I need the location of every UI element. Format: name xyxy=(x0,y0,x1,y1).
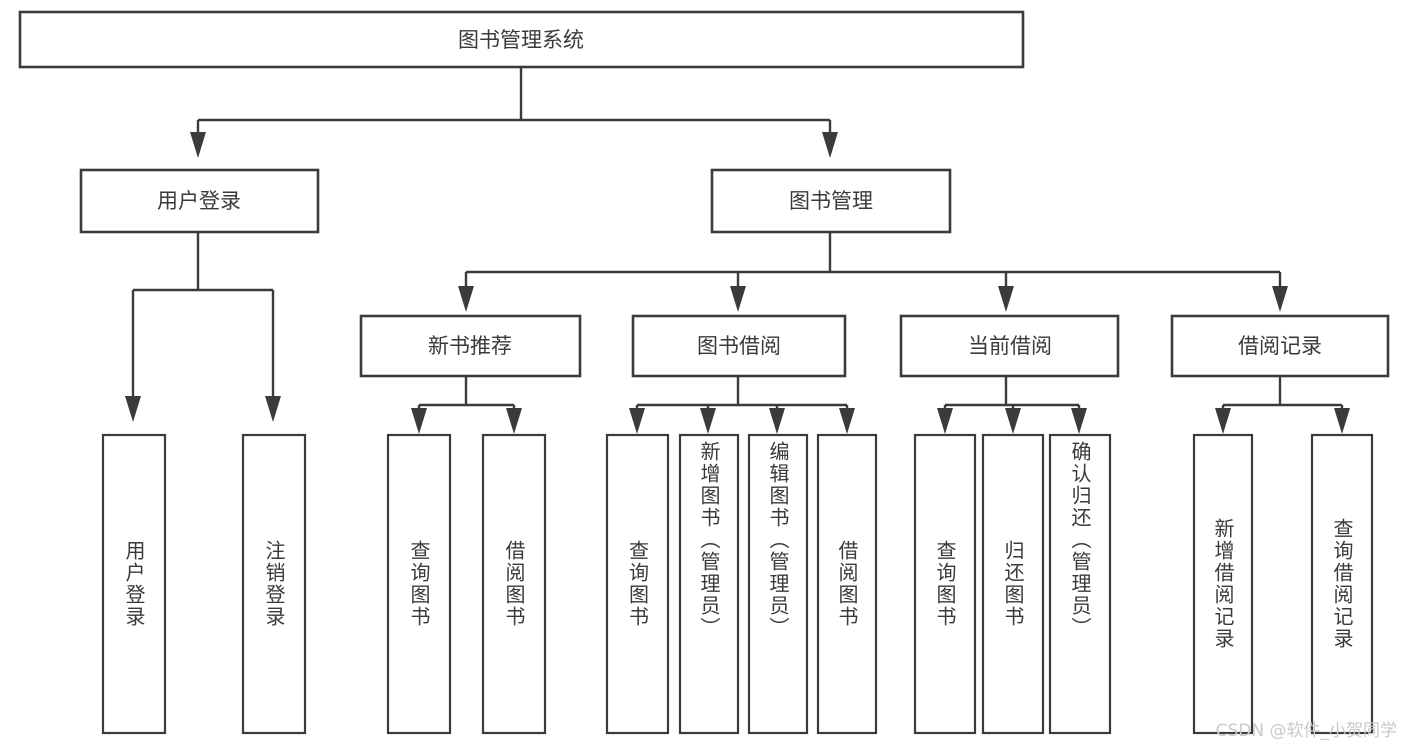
arrow-head-icon xyxy=(1071,408,1087,434)
node-leaf-query-record-box[interactable] xyxy=(1310,433,1374,735)
arrow-head-icon xyxy=(1334,408,1350,434)
node-leaf-query-book-3-label: 查询图书 xyxy=(933,540,957,628)
node-leaf-confirm-return[interactable]: 确认归还（管理员） xyxy=(1050,435,1110,733)
node-leaf-query-book-2-box[interactable] xyxy=(605,433,670,735)
node-leaf-confirm-return-label: 确认归还（管理员） xyxy=(1068,441,1092,639)
node-borrow-record-box[interactable] xyxy=(1170,314,1390,378)
node-leaf-borrow-book-1-box[interactable] xyxy=(481,433,547,735)
node-leaf-return-book-label: 归还图书 xyxy=(1001,540,1025,628)
arrow-head-icon xyxy=(411,408,427,434)
connector-bookborrow-to-leaves xyxy=(629,376,855,434)
arrow-head-icon xyxy=(730,286,746,312)
connector-userlogin-to-leaves xyxy=(125,232,281,422)
arrow-head-icon xyxy=(265,396,281,422)
node-leaf-query-book-1-box[interactable] xyxy=(386,433,452,735)
connector-borrowrecord-to-leaves xyxy=(1215,376,1350,434)
node-current-borrow-box[interactable] xyxy=(899,314,1120,378)
node-leaf-borrow-book-1[interactable]: 借阅图书 xyxy=(483,435,545,733)
node-root[interactable]: 图书管理系统 xyxy=(18,10,1025,69)
connector-bookmanage-to-level2 xyxy=(458,232,1288,312)
node-leaf-query-book-2-label: 查询图书 xyxy=(625,540,650,628)
arrow-head-icon xyxy=(1272,286,1288,312)
node-book-manage-label: 图书管理 xyxy=(789,189,873,213)
node-leaf-borrow-book-1-label: 借阅图书 xyxy=(502,540,526,628)
node-leaf-user-login-box[interactable] xyxy=(101,433,167,735)
node-leaf-edit-book[interactable]: 编辑图书（管理员） xyxy=(749,435,807,733)
node-user-login-label: 用户登录 xyxy=(157,189,241,213)
node-leaf-query-book-3-box[interactable] xyxy=(913,433,977,735)
node-user-login[interactable]: 用户登录 xyxy=(79,168,320,234)
arrow-head-icon xyxy=(769,408,785,434)
node-leaf-borrow-book-2-label: 借阅图书 xyxy=(835,540,859,628)
node-leaf-confirm-return-box[interactable] xyxy=(1048,433,1112,735)
node-new-book-rec[interactable]: 新书推荐 xyxy=(359,314,582,378)
node-current-borrow-label: 当前借阅 xyxy=(968,334,1052,358)
node-leaf-query-record[interactable]: 查询借阅记录 xyxy=(1312,435,1372,733)
arrow-head-icon xyxy=(998,286,1014,312)
arrow-head-icon xyxy=(700,408,716,434)
node-leaf-query-book-3[interactable]: 查询图书 xyxy=(915,435,975,733)
node-leaf-add-book-label: 新增图书（管理员） xyxy=(697,441,721,639)
node-leaf-add-book[interactable]: 新增图书（管理员） xyxy=(680,435,738,733)
node-leaf-borrow-book-2[interactable]: 借阅图书 xyxy=(818,435,876,733)
arrow-head-icon xyxy=(937,408,953,434)
connector-root-to-level1 xyxy=(190,67,838,158)
node-leaf-add-book-box[interactable] xyxy=(678,433,740,735)
node-current-borrow[interactable]: 当前借阅 xyxy=(899,314,1120,378)
node-leaf-user-login[interactable]: 用户登录 xyxy=(103,435,165,733)
node-leaf-logout-box[interactable] xyxy=(241,433,307,735)
node-leaf-add-record[interactable]: 新增借阅记录 xyxy=(1194,435,1252,733)
node-leaf-edit-book-label: 编辑图书（管理员） xyxy=(766,441,790,639)
node-book-borrow-box[interactable] xyxy=(631,314,847,378)
node-new-book-rec-label: 新书推荐 xyxy=(428,334,512,358)
arrow-head-icon xyxy=(458,286,474,312)
node-user-login-box[interactable] xyxy=(79,168,320,234)
node-root-label: 图书管理系统 xyxy=(458,28,584,52)
arrow-head-icon xyxy=(822,132,838,158)
node-leaf-edit-book-box[interactable] xyxy=(747,433,809,735)
node-borrow-record[interactable]: 借阅记录 xyxy=(1170,314,1390,378)
node-new-book-rec-box[interactable] xyxy=(359,314,582,378)
node-leaf-borrow-book-2-box[interactable] xyxy=(816,433,878,735)
connector-newbookrec-to-leaves xyxy=(411,376,522,434)
arrow-head-icon xyxy=(1005,408,1021,434)
node-leaf-user-login-label: 用户登录 xyxy=(122,540,146,628)
connector-currentborrow-to-leaves xyxy=(937,376,1087,434)
node-leaf-query-book-1-label: 查询图书 xyxy=(407,540,431,628)
node-borrow-record-label: 借阅记录 xyxy=(1238,334,1322,358)
arrow-head-icon xyxy=(506,408,522,434)
node-leaf-logout-label: 注销登录 xyxy=(262,540,286,628)
node-leaf-query-book-2[interactable]: 查询图书 xyxy=(607,435,668,733)
node-leaf-query-book-1[interactable]: 查询图书 xyxy=(388,435,450,733)
watermark-text: CSDN @软件_小贺同学 xyxy=(1215,721,1397,741)
node-leaf-logout[interactable]: 注销登录 xyxy=(243,435,305,733)
node-book-borrow[interactable]: 图书借阅 xyxy=(631,314,847,378)
node-book-manage[interactable]: 图书管理 xyxy=(710,168,952,234)
node-leaf-add-record-box[interactable] xyxy=(1192,433,1254,735)
node-book-manage-box[interactable] xyxy=(710,168,952,234)
arrow-head-icon xyxy=(125,396,141,422)
node-leaf-return-book[interactable]: 归还图书 xyxy=(983,435,1043,733)
arrow-head-icon xyxy=(190,132,206,158)
arrow-head-icon xyxy=(839,408,855,434)
node-leaf-query-record-label: 查询借阅记录 xyxy=(1330,518,1354,650)
node-leaf-return-book-box[interactable] xyxy=(981,433,1045,735)
arrow-head-icon xyxy=(629,408,645,434)
arrow-head-icon xyxy=(1215,408,1231,434)
node-root-box[interactable] xyxy=(18,10,1025,69)
node-book-borrow-label: 图书借阅 xyxy=(697,334,781,358)
node-leaf-add-record-label: 新增借阅记录 xyxy=(1211,518,1235,650)
